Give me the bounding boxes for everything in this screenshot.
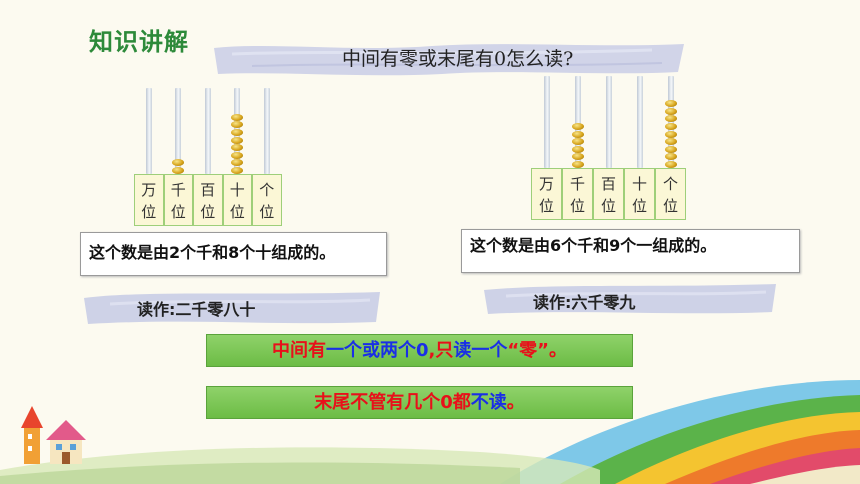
place-label-char: 位 bbox=[631, 197, 647, 215]
left-sentence-box: 这个数是由2个千和8个十组成的。 bbox=[80, 232, 387, 276]
abacus-rod-tens bbox=[636, 76, 643, 168]
place-label-tens: 十位 bbox=[222, 174, 252, 226]
place-label-hundreds: 百位 bbox=[193, 174, 223, 226]
left-reading-brush bbox=[84, 292, 380, 324]
question-text: 中间有零或末尾有0怎么读? bbox=[342, 48, 574, 70]
right-reading-brush bbox=[484, 284, 776, 314]
abacus-bead bbox=[664, 153, 677, 161]
rule-trailing-zero: 末尾不管有几个0都不读。 bbox=[206, 386, 633, 419]
abacus-bead bbox=[664, 115, 677, 123]
place-label-char: 位 bbox=[538, 197, 554, 215]
abacus-bead bbox=[664, 145, 677, 153]
left-reading: 读作:二千零八十 bbox=[137, 300, 256, 319]
place-label-hundreds: 百位 bbox=[593, 168, 624, 220]
place-label-char: 位 bbox=[170, 203, 186, 221]
abacus-bead bbox=[664, 138, 677, 146]
place-label-char: 百 bbox=[200, 181, 216, 199]
place-label-char: 万 bbox=[538, 175, 554, 193]
rule1-part2: 一个或两个0 bbox=[325, 340, 429, 361]
abacus-bead bbox=[571, 130, 584, 138]
left-sentence: 这个数是由2个千和8个十组成的。 bbox=[89, 243, 336, 262]
abacus-bead bbox=[664, 123, 677, 130]
abacus-bead bbox=[172, 167, 185, 174]
brush-stroke-decoration bbox=[214, 44, 684, 76]
place-label-char: 千 bbox=[569, 175, 585, 193]
abacus-bead bbox=[231, 121, 244, 129]
place-label-thousands: 千位 bbox=[562, 168, 593, 220]
rule1-part3: ,只 bbox=[428, 340, 454, 361]
abacus-left: 万位千位百位十位个位 bbox=[134, 88, 284, 228]
place-label-char: 位 bbox=[141, 203, 157, 221]
place-label-ones: 个位 bbox=[655, 168, 686, 220]
rule1-part1: 中间有 bbox=[271, 340, 326, 361]
abacus-rod-ones bbox=[263, 88, 270, 174]
place-label-char: 位 bbox=[259, 203, 275, 221]
abacus-bead bbox=[231, 113, 244, 121]
abacus-bead bbox=[231, 159, 244, 167]
rule2-part3: 。 bbox=[506, 392, 525, 413]
abacus-bead bbox=[231, 167, 244, 174]
abacus-bead bbox=[571, 153, 584, 161]
place-label-char: 十 bbox=[229, 181, 245, 199]
place-label-tens: 十位 bbox=[624, 168, 655, 220]
abacus-bead bbox=[571, 138, 584, 146]
abacus-bead bbox=[664, 161, 677, 168]
place-label-char: 十 bbox=[631, 175, 647, 193]
abacus-bead bbox=[571, 161, 584, 168]
abacus-bead bbox=[664, 107, 677, 115]
abacus-rod-thousands bbox=[574, 76, 581, 168]
house-decoration bbox=[21, 406, 86, 464]
rule2-part2: 不读 bbox=[470, 392, 507, 413]
abacus-bead bbox=[172, 159, 185, 167]
place-label-thousands: 千位 bbox=[163, 174, 193, 226]
place-label-char: 千 bbox=[170, 181, 186, 199]
question-banner: 中间有零或末尾有0怎么读? bbox=[212, 38, 686, 80]
abacus-bead bbox=[231, 136, 244, 144]
place-label-char: 位 bbox=[569, 197, 585, 215]
place-label-char: 个 bbox=[662, 175, 678, 193]
place-label-char: 位 bbox=[229, 203, 245, 221]
place-label-char: 位 bbox=[600, 197, 616, 215]
rule1-part6: 。 bbox=[549, 340, 568, 361]
abacus-bead bbox=[571, 145, 584, 153]
rule1-part5: “零” bbox=[507, 340, 550, 361]
rule-middle-zero: 中间有一个或两个0,只读一个“零”。 bbox=[206, 334, 633, 367]
place-label-char: 万 bbox=[141, 181, 157, 199]
place-label-ten-thousands: 万位 bbox=[134, 174, 164, 226]
rule2-part1: 末尾不管有几个0都 bbox=[314, 392, 471, 413]
abacus-bead bbox=[231, 151, 244, 159]
abacus-rod-thousands bbox=[175, 88, 182, 174]
right-sentence: 这个数是由6个千和9个一组成的。 bbox=[470, 236, 717, 255]
right-sentence-box: 这个数是由6个千和9个一组成的。 bbox=[461, 229, 800, 273]
place-label-char: 位 bbox=[200, 203, 216, 221]
abacus-right: 万位千位百位十位个位 bbox=[531, 76, 686, 221]
abacus-bead bbox=[571, 123, 584, 130]
place-label-ones: 个位 bbox=[252, 174, 282, 226]
abacus-rod-hundreds bbox=[204, 88, 211, 174]
rule1-part4: 读一个 bbox=[453, 340, 508, 361]
right-reading: 读作:六千零九 bbox=[533, 293, 636, 312]
abacus-bead bbox=[231, 129, 244, 136]
place-label-char: 位 bbox=[662, 197, 678, 215]
abacus-rod-hundreds bbox=[605, 76, 612, 168]
abacus-bead bbox=[664, 130, 677, 138]
place-label-ten-thousands: 万位 bbox=[531, 168, 562, 220]
abacus-bead bbox=[664, 100, 677, 108]
place-label-char: 个 bbox=[259, 181, 275, 199]
abacus-bead bbox=[231, 144, 244, 152]
abacus-rod-ten-thousands bbox=[543, 76, 550, 168]
abacus-rod-ten-thousands bbox=[145, 88, 152, 174]
place-label-char: 百 bbox=[600, 175, 616, 193]
section-title: 知识讲解 bbox=[89, 28, 189, 56]
